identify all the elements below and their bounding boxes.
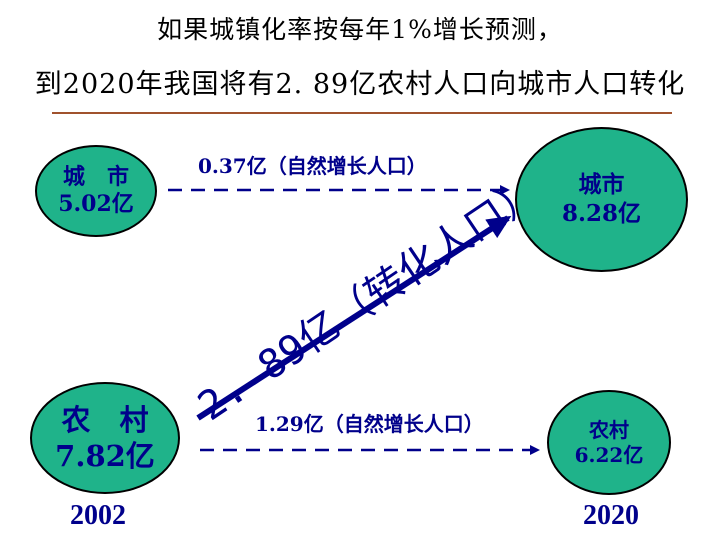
title-divider [52,112,672,114]
transfer-arrow [196,215,512,421]
rural-2020-node: 农村 6.22亿 [547,390,671,495]
title-line-2: 到2020年我国将有2. 89亿农村人口向城市人口转化 [34,69,686,100]
city-2020-label: 城市 [578,170,625,198]
end-year-label: 2020 [583,500,639,531]
rural-2002-label: 农 村 [61,402,149,437]
rural-2020-label: 农村 [589,417,629,442]
rural-2020-value: 6.22亿 [574,442,644,467]
city-2002-value: 5.02亿 [58,191,134,217]
city-2002-label: 城 市 [62,163,129,190]
start-year-label: 2002 [70,500,126,531]
city-natural-growth-label: 0.37亿（自然增长人口） [198,154,427,178]
rural-2002-value: 7.82亿 [55,439,155,473]
city-2020-value: 8.28亿 [561,199,642,227]
title-line-1: 如果城镇化率按每年1%增长预测， [157,15,563,44]
rural-2002-node: 农 村 7.82亿 [30,382,180,494]
city-2020-node: 城市 8.28亿 [515,127,688,272]
city-2002-node: 城 市 5.02亿 [35,145,157,237]
rural-natural-growth-label: 1.29亿（自然增长人口） [255,412,484,436]
